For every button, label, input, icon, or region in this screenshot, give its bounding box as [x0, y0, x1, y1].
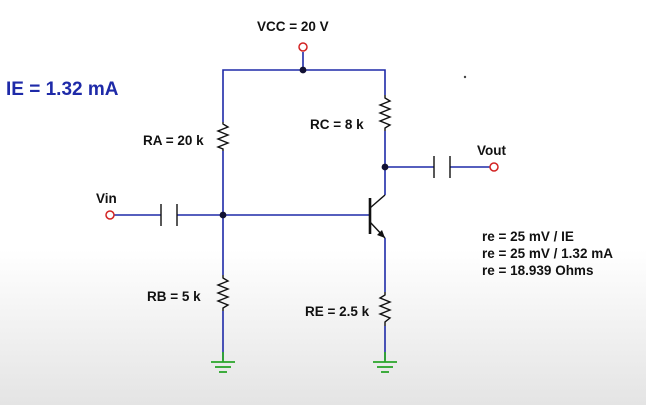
capacitor-input — [160, 204, 178, 226]
ie-label: IE = 1.32 mA — [6, 79, 119, 100]
resistor-rc — [378, 95, 392, 131]
vin-label: Vin — [96, 191, 117, 206]
npn-transistor — [368, 194, 386, 239]
ra-label: RA = 20 k — [143, 133, 204, 148]
re-equation-1: re = 25 mV / IE — [482, 229, 574, 244]
vin-terminal — [105, 210, 115, 220]
node-base — [219, 211, 227, 219]
vout-label: Vout — [477, 143, 506, 158]
vcc-terminal — [298, 42, 308, 52]
vcc-label: VCC = 20 V — [257, 19, 329, 34]
ground-symbol-rb — [211, 352, 235, 373]
capacitor-output — [433, 156, 451, 178]
resistor-rb — [216, 275, 230, 311]
rb-label: RB = 5 k — [147, 289, 201, 304]
emitter-arrow — [377, 230, 385, 238]
resistor-re — [378, 292, 392, 326]
re-equation-3: re = 18.939 Ohms — [482, 263, 593, 278]
wires — [114, 52, 490, 360]
re-label: RE = 2.5 k — [305, 304, 370, 319]
vout-terminal — [489, 162, 499, 172]
node-collector — [381, 163, 389, 171]
resistor-ra — [216, 122, 230, 151]
rc-label: RC = 8 k — [310, 117, 364, 132]
node-vcc — [299, 66, 307, 74]
stray-dot — [463, 75, 467, 79]
ground-symbol-re — [373, 352, 397, 373]
vcc-rail — [222, 69, 386, 122]
re-equation-2: re = 25 mV / 1.32 mA — [482, 246, 613, 261]
